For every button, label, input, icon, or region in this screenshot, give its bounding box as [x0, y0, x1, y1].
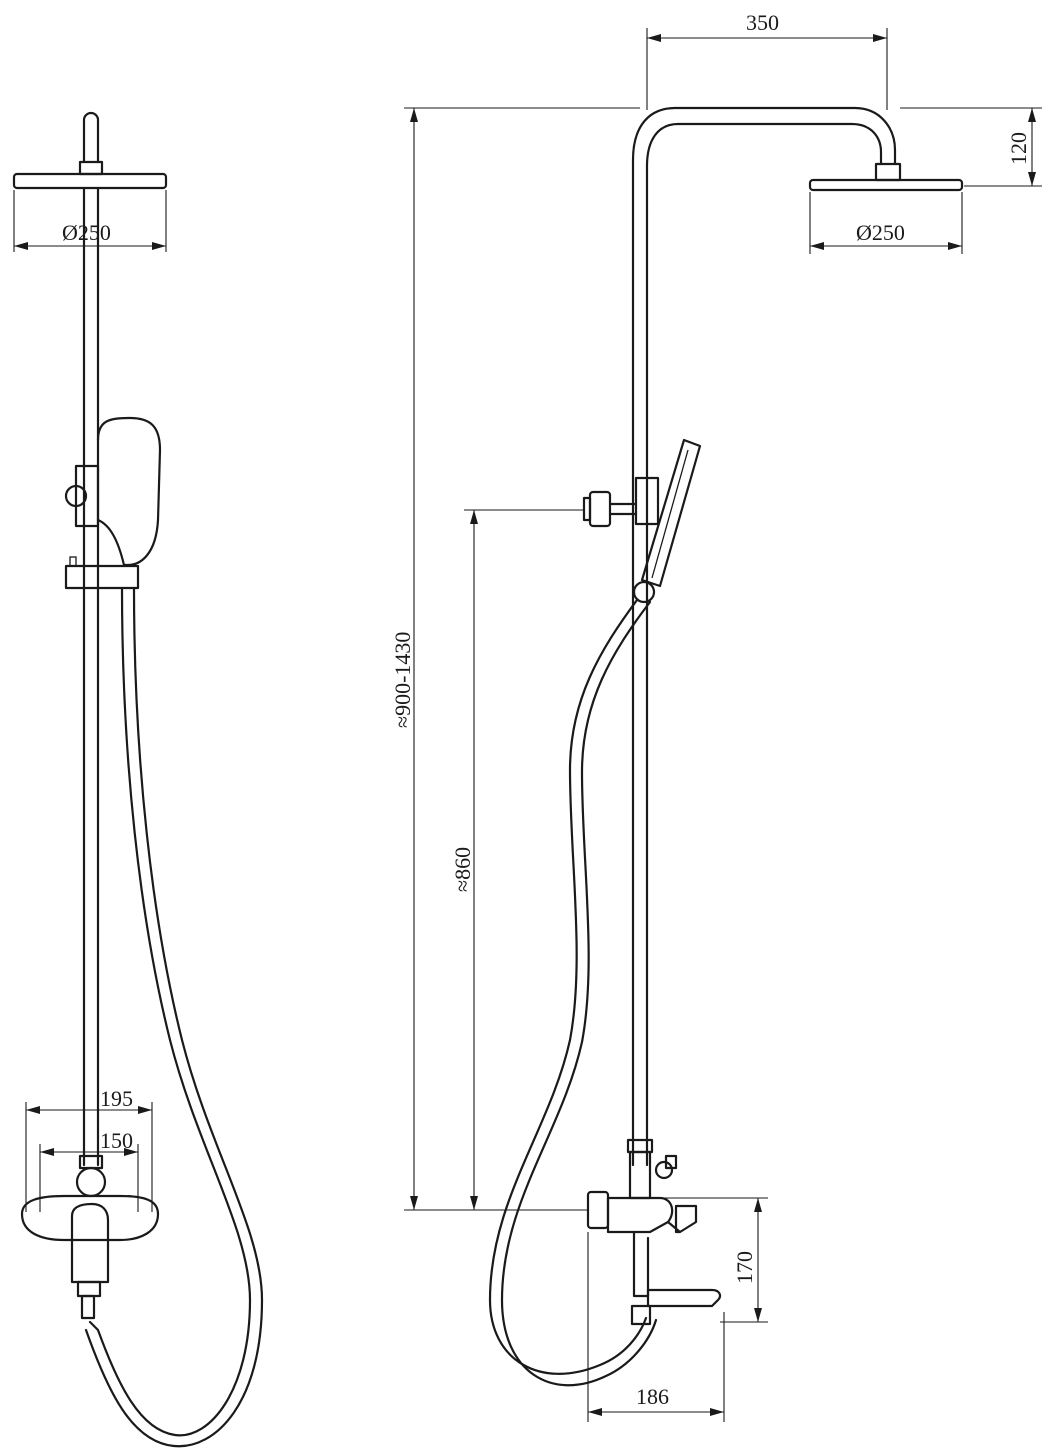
side-mixer-body — [606, 1196, 674, 1234]
side-head-diameter-label: Ø250 — [856, 220, 905, 245]
front-mixer-outer-width-label: 195 — [100, 1086, 133, 1111]
side-riser-pipe — [631, 106, 897, 1167]
side-arm-dim-arrow-right — [873, 34, 887, 42]
front-mixer-inner-arrow-right — [124, 1148, 138, 1156]
front-mixer-outer-arrow-right — [138, 1106, 152, 1114]
side-mixer-height-dim-line — [610, 1197, 768, 1323]
side-holder-knob-cap — [582, 496, 592, 522]
side-head-dim-arrow-left — [810, 242, 824, 250]
front-head-connector — [78, 160, 104, 176]
side-head-connector — [874, 162, 902, 182]
front-shower-head — [12, 172, 168, 190]
front-mixer-top-knob — [75, 1166, 107, 1198]
side-drop-dim-arrow-bottom — [1028, 172, 1036, 186]
side-diverter-connector — [626, 1138, 654, 1154]
side-head-dim-line — [809, 192, 963, 254]
front-hand-shower — [96, 416, 162, 567]
side-shower-head — [808, 178, 964, 192]
front-rod-cap — [82, 111, 100, 164]
side-holder-height-dim-line — [464, 509, 584, 1210]
front-hose-nut — [80, 1294, 96, 1320]
side-arm-reach-label: 350 — [746, 10, 779, 35]
side-mixer-depth-dim-line — [587, 1232, 725, 1422]
side-mixer-height-arrow-top — [754, 1198, 762, 1212]
side-slider-ball — [632, 580, 656, 604]
side-spout — [646, 1288, 722, 1308]
front-riser-pipe — [82, 186, 100, 1167]
side-mixer-wall-knob — [586, 1190, 610, 1230]
front-holder-knob — [64, 484, 88, 508]
front-mixer-inner-arrow-left — [40, 1148, 54, 1156]
side-holder-height-arrow-bottom — [470, 1196, 478, 1210]
front-head-dim-arrow-right — [152, 242, 166, 250]
front-spout — [76, 1280, 102, 1298]
side-hose — [488, 598, 648, 1375]
side-mixer-depth-arrow-left — [588, 1408, 602, 1416]
side-drop-dim-arrow-top — [1028, 108, 1036, 122]
side-mixer-lower — [632, 1230, 650, 1298]
side-hose-inner — [500, 600, 658, 1387]
side-arm-dim-arrow-left — [647, 34, 661, 42]
side-total-height-arrow-top — [410, 108, 418, 122]
front-hose-inner — [84, 586, 264, 1448]
side-diverter-knob — [654, 1160, 674, 1180]
side-mixer-height-label: 170 — [732, 1251, 757, 1284]
front-slider — [64, 564, 140, 590]
side-head-dim-arrow-right — [948, 242, 962, 250]
front-view: Ø250 195 150 — [12, 111, 264, 1448]
side-holder-arm — [608, 502, 638, 516]
side-mixer-depth-label: 186 — [636, 1384, 669, 1409]
front-mixer-handle — [70, 1202, 110, 1284]
front-head-dim-arrow-left — [14, 242, 28, 250]
side-diverter-pin — [664, 1154, 678, 1170]
side-hand-shower-face — [651, 449, 689, 579]
side-arm-dim-line — [646, 28, 888, 110]
side-hose-connector — [630, 1304, 652, 1326]
side-holder-body — [634, 476, 660, 526]
front-head-diameter-label: Ø250 — [62, 220, 111, 245]
side-mixer-height-arrow-bottom — [754, 1308, 762, 1322]
front-holder-bracket — [74, 464, 100, 528]
front-mixer-inner-dim-line — [39, 1144, 139, 1212]
side-hand-shower — [640, 438, 702, 588]
front-mixer-inner-width-label: 150 — [100, 1128, 133, 1153]
front-slider-pin — [69, 556, 77, 567]
front-mixer-outer-dim-line — [25, 1102, 153, 1212]
side-mixer-depth-arrow-right — [710, 1408, 724, 1416]
side-holder-height-arrow-top — [470, 510, 478, 524]
front-hose — [88, 586, 252, 1437]
front-mixer-body — [20, 1194, 160, 1242]
side-total-height-arrow-bottom — [410, 1196, 418, 1210]
side-head-drop-label: 120 — [1006, 132, 1031, 165]
front-head-dim-line — [13, 190, 167, 252]
side-mixer-lever — [666, 1204, 698, 1234]
side-holder-knob — [588, 490, 612, 528]
side-total-height-label: ≈900-1430 — [390, 632, 415, 728]
side-total-height-dim-line — [404, 107, 640, 1211]
side-holder-height-label: ≈860 — [450, 847, 475, 892]
side-view: 350 120 Ø250 ≈900-1430 ≈860 170 186 — [390, 10, 1042, 1422]
front-mixer-outer-arrow-left — [26, 1106, 40, 1114]
